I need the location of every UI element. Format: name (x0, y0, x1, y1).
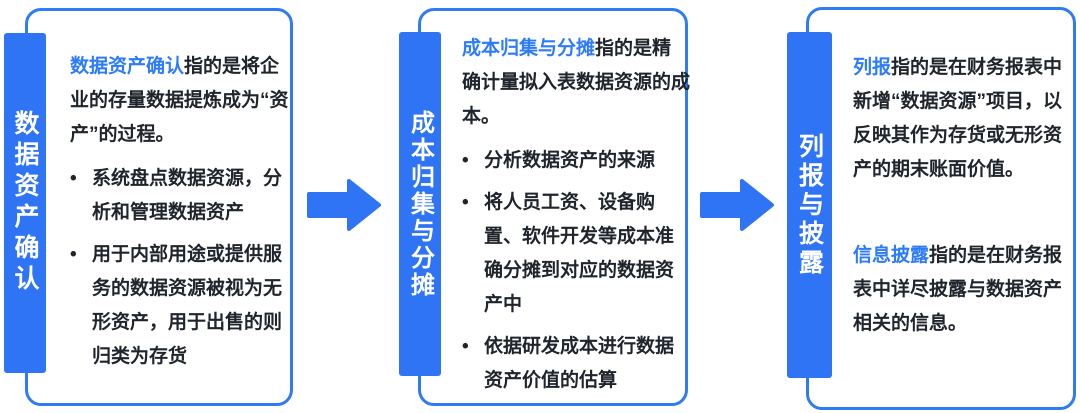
stage-1-content: 数据资产确认指的是将企业的存量数据提炼成为“资产”的过程。 • 系统盘点数据资源，… (70, 50, 296, 374)
stage-3-paragraph-disclosure: 信息披露指的是在财务报表中详尽披露与数据资产相关的信息。 (853, 239, 1075, 341)
bullet-item: • 分析数据资产的来源 (462, 144, 690, 178)
stage-1-intro-rest: 指的是将企业的存量数据提炼成为“资产”的过程。 (70, 56, 289, 145)
bullet-text: 用于内部用途或提供服务的数据资源被视为无形资产，用于出售的则归类为存货 (92, 244, 283, 367)
stage-3-para2-rest: 指的是在财务报表中详尽披露与数据资产相关的信息。 (853, 245, 1063, 334)
bullet-dot: • (462, 150, 469, 171)
bullet-text: 依据研发成本进行数据资产价值的估算 (484, 336, 675, 391)
stage-1-bullet-list: • 系统盘点数据资源，分析和管理数据资产 • 用于内部用途或提供服务的数据资源被视为… (70, 162, 296, 374)
stage-2-intro-rest: 指的是精确计量拟入表数据资源的成本。 (462, 38, 691, 127)
bullet-item: • 将人员工资、设备购置、软件开发等成本准确分摊到对应的数据资产中 (462, 186, 690, 322)
stage-2-intro-lead: 成本归集与分摊 (462, 38, 596, 59)
flow-arrow-1 (306, 176, 382, 234)
bullet-item: • 系统盘点数据资源，分析和管理数据资产 (70, 162, 296, 230)
stage-2-intro: 成本归集与分摊指的是精确计量拟入表数据资源的成本。 (462, 32, 690, 134)
flow-arrow-2 (699, 176, 775, 234)
stage-1-intro-lead: 数据资产确认 (70, 56, 185, 77)
bullet-dot: • (462, 336, 469, 357)
stage-1-intro: 数据资产确认指的是将企业的存量数据提炼成为“资产”的过程。 (70, 50, 296, 152)
arrow-right-icon (700, 179, 774, 231)
stage-1-card: 数据资产确认指的是将企业的存量数据提炼成为“资产”的过程。 • 系统盘点数据资源，… (25, 8, 293, 406)
stage-3-para1-lead: 列报 (853, 57, 892, 78)
stage-2-bullet-list: • 分析数据资产的来源 • 将人员工资、设备购置、软件开发等成本准确分摊到对应的数据… (462, 144, 690, 398)
stage-3-paragraph-presentation: 列报指的是在财务报表中新增“数据资源”项目，以反映其作为存货或无形资产的期末账面… (853, 51, 1075, 187)
stage-3-para2-lead: 信息披露 (853, 245, 930, 266)
bullet-text: 将人员工资、设备购置、软件开发等成本准确分摊到对应的数据资产中 (484, 192, 675, 315)
arrow-right-icon (307, 179, 381, 231)
bullet-text: 系统盘点数据资源，分析和管理数据资产 (92, 168, 283, 223)
bullet-dot: • (70, 244, 77, 265)
bullet-text: 分析数据资产的来源 (484, 150, 656, 171)
bullet-dot: • (70, 168, 77, 189)
stage-2-side-label: 成本归集与分摊 (399, 32, 441, 376)
stage-3-para1-rest: 指的是在财务报表中新增“数据资源”项目，以反映其作为存货或无形资产的期末账面价值… (853, 57, 1063, 180)
bullet-item: • 用于内部用途或提供服务的数据资源被视为无形资产，用于出售的则归类为存货 (70, 238, 296, 374)
stage-3-content: 列报指的是在财务报表中新增“数据资源”项目，以反映其作为存货或无形资产的期末账面… (853, 51, 1075, 341)
stage-3-side-label: 列报与披露 (787, 32, 832, 378)
stage-2-card: 成本归集与分摊指的是精确计量拟入表数据资源的成本。 • 分析数据资产的来源 • 将人… (418, 8, 690, 406)
bullet-dot: • (462, 192, 469, 213)
stage-3-card: 列报指的是在财务报表中新增“数据资源”项目，以反映其作为存货或无形资产的期末账面… (806, 7, 1076, 410)
bullet-item: • 依据研发成本进行数据资产价值的估算 (462, 330, 690, 398)
stage-1-side-label: 数据资产确认 (4, 33, 46, 373)
stage-2-content: 成本归集与分摊指的是精确计量拟入表数据资源的成本。 • 分析数据资产的来源 • 将人… (462, 32, 690, 398)
